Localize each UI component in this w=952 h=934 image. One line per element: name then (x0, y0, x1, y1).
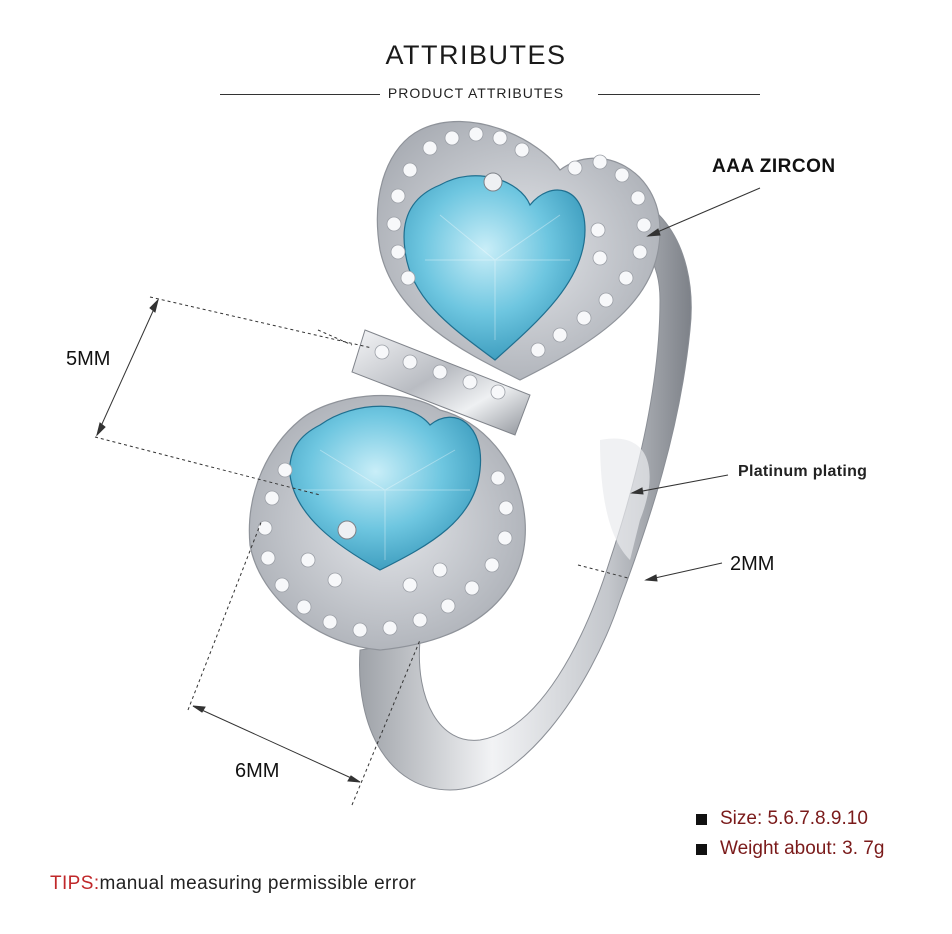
tips-label: TIPS: (50, 873, 100, 894)
lower-heart-gem-icon (289, 405, 482, 571)
dimension-width-label: 6MM (235, 760, 280, 782)
spec-weight: Weight about: 3. 7g (696, 838, 884, 860)
callout-zircon: AAA ZIRCON (712, 156, 836, 177)
spec-weight-text: Weight about: 3. 7g (720, 838, 885, 859)
dimension-lines (94, 187, 761, 806)
center-bar (351, 329, 531, 436)
dimension-height-label: 5MM (66, 348, 111, 370)
callout-platinum-plating: Platinum plating (738, 463, 868, 480)
bullet-square-icon (696, 843, 707, 855)
dimension-band-label: 2MM (730, 553, 775, 575)
page-subtitle: PRODUCT ATTRIBUTES (387, 85, 565, 101)
spec-size: Size: 5.6.7.8.9.10 (696, 808, 868, 830)
bullet-square-icon (696, 813, 707, 825)
spec-size-text: Size: 5.6.7.8.9.10 (720, 808, 868, 829)
tips-text: manual measuring permissible error (99, 873, 417, 894)
pave-stones (257, 126, 652, 638)
subtitle-divider-right (598, 94, 760, 95)
page-title: ATTRIBUTES (385, 40, 567, 70)
tips-note: TIPS:manual measuring permissible error (50, 873, 416, 895)
subtitle-divider-left (220, 94, 380, 95)
